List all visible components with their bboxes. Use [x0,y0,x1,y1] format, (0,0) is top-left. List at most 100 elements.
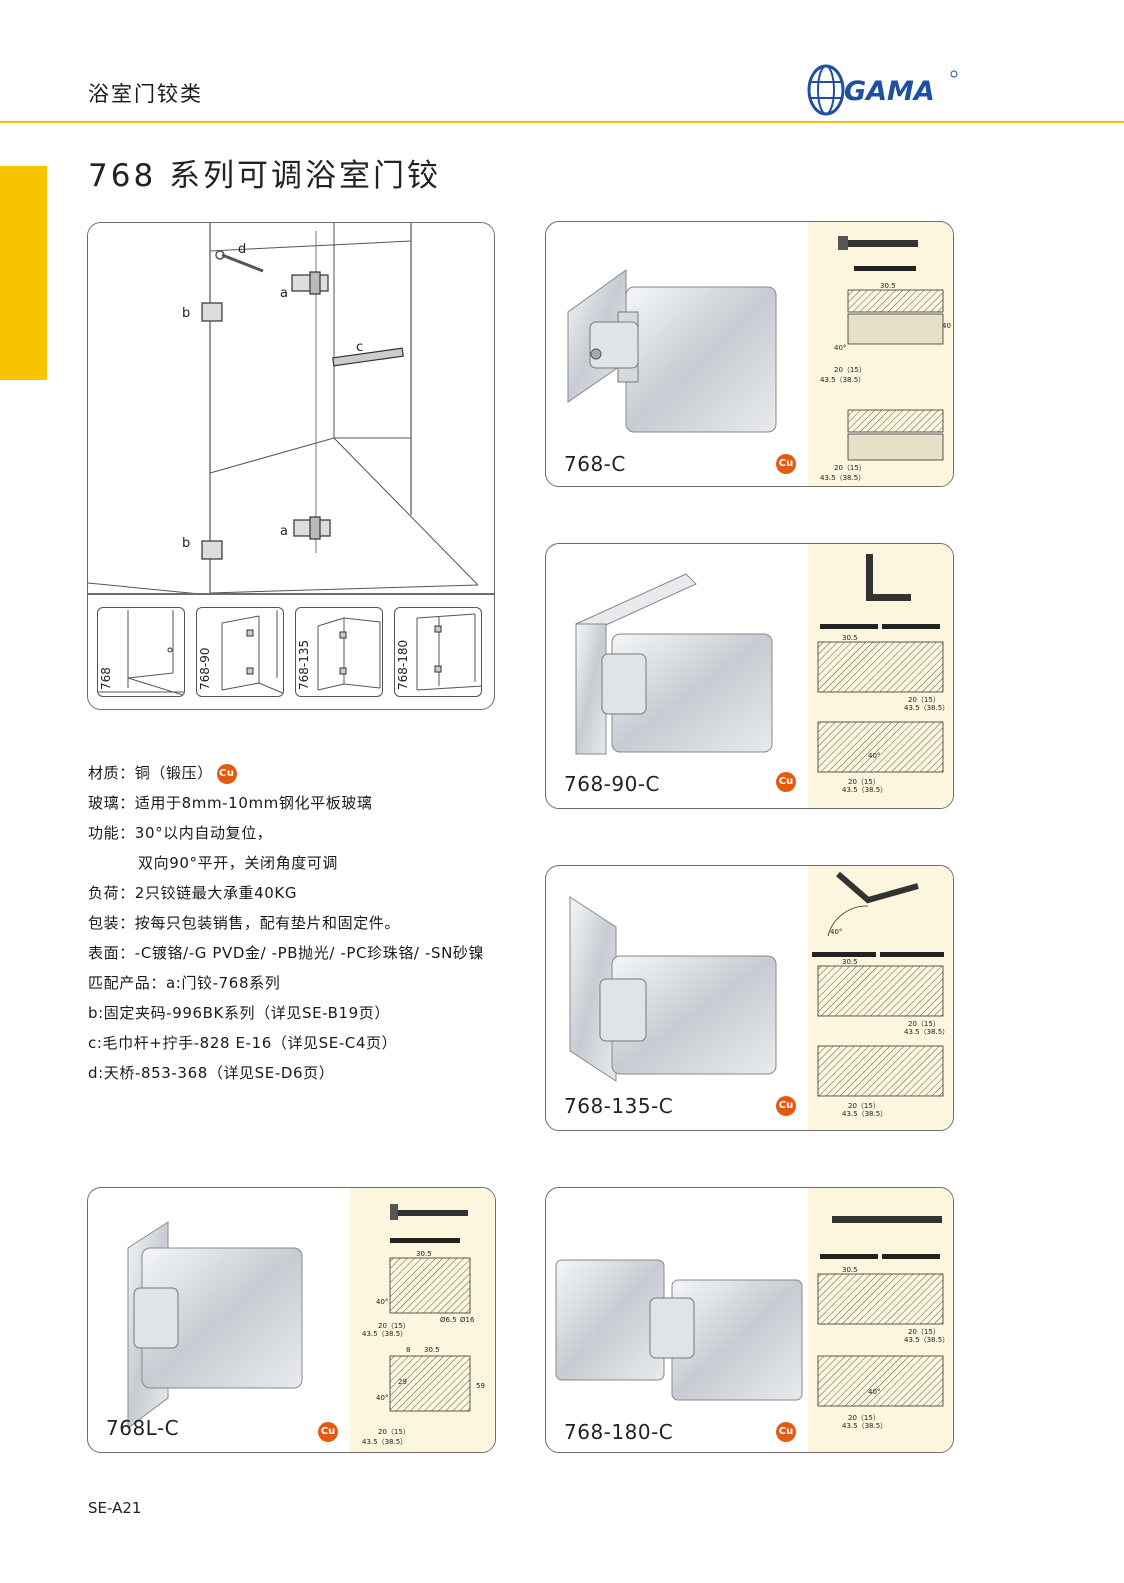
svg-text:30.5: 30.5 [424,1346,440,1354]
svg-text:40°: 40° [376,1394,388,1402]
svg-text:20（15）: 20（15） [848,1102,880,1110]
svg-text:Ø6.5: Ø6.5 [440,1316,457,1324]
svg-text:43.5（38.5）: 43.5（38.5） [842,1110,887,1118]
thumbnail-label: 768-90 [198,647,212,690]
product-model: 768-90-C [564,772,661,796]
svg-text:8: 8 [406,1346,410,1354]
svg-text:59: 59 [476,1382,485,1390]
logo-wordmark: GAMA [844,76,935,107]
thumbnail-768-90: 768-90 [196,607,284,697]
side-tab [0,166,47,380]
hinge-image [567,269,777,433]
svg-text:20（15）: 20（15） [908,1020,940,1028]
thumbnail-768-135: 768-135 [295,607,383,697]
spec-finish: 表面：-C镀铬/-G PVD金/ -PB抛光/ -PC珍珠铬/ -SN砂镍 [88,944,485,962]
spec-matching-d: d:天桥-853-368（详见SE-D6页） [88,1064,335,1082]
svg-text:30.5: 30.5 [842,958,858,966]
svg-text:43.5（38.5）: 43.5（38.5） [842,1422,887,1430]
thumbnail-label: 768-180 [396,639,410,690]
product-model: 768-135-C [564,1094,674,1118]
hinge-image [555,1259,803,1401]
thumbnail-label: 768-135 [297,639,311,690]
header-rule [0,121,1124,123]
hinge-image [569,896,777,1082]
dimension-diagram: 30.5 20（15） 43.5（38.5） 40° 20（15） 43.5（3… [808,1188,953,1452]
specifications: 材质：铜（锻压）Cu 玻璃：适用于8mm-10mm钢化平板玻璃 功能：30°以内… [88,758,518,1088]
spec-glass: 玻璃：适用于8mm-10mm钢化平板玻璃 [88,794,373,812]
dimension-diagram: 40° 30.5 20（15） 43.5（38.5） 20（15） 43.5（3… [808,866,953,1130]
header-category: 浴室门铰类 [88,82,203,106]
callout-d: d [238,242,246,257]
spec-load: 负荷：2只铰链最大承重40KG [88,884,298,902]
svg-text:20（15）: 20（15） [378,1322,410,1330]
svg-text:43.5（38.5）: 43.5（38.5） [904,1028,949,1036]
gama-logo: GAMA [807,64,958,116]
svg-text:40°: 40° [830,928,842,936]
svg-text:20（15）: 20（15） [848,778,880,786]
dimension-diagram: 30.5 20（15） 43.5（38.5） 40° 20（15） 43.5（3… [808,544,953,808]
svg-text:20（15）: 20（15） [378,1428,410,1436]
svg-text:30.5: 30.5 [842,634,858,642]
callout-a-top: a [280,286,288,301]
hinge-image [575,573,773,755]
copper-badge-icon: Cu [776,772,796,792]
product-card-768-90-c: 30.5 20（15） 43.5（38.5） 40° 20（15） 43.5（3… [545,543,954,809]
svg-text:40°: 40° [868,752,880,760]
svg-text:40°: 40° [834,344,846,352]
svg-text:40°: 40° [376,1298,388,1306]
product-model: 768L-C [106,1416,180,1440]
copper-badge-icon: Cu [776,1422,796,1442]
callout-b-bottom: b [182,536,190,551]
overview-divider [88,593,494,595]
svg-text:43.5（38.5）: 43.5（38.5） [820,474,865,482]
product-card-768-180-c: 30.5 20（15） 43.5（38.5） 40° 20（15） 43.5（3… [545,1187,954,1453]
callout-b-top: b [182,306,190,321]
thumbnail-768: 768 [97,607,185,697]
spec-function: 功能：30°以内自动复位， [88,824,273,842]
spec-matching-a: 匹配产品：a:门铰-768系列 [88,974,281,992]
product-card-768l-c: 30.5 40° 20（15） 43.5（38.5） Ø6.5 Ø16 8 30… [87,1187,496,1453]
page-code: SE-A21 [88,1499,142,1517]
spec-function-cont: 双向90°平开，关闭角度可调 [138,854,338,872]
svg-text:43.5（38.5）: 43.5（38.5） [362,1438,407,1446]
svg-text:43.5（38.5）: 43.5（38.5） [904,704,949,712]
hinge-image [127,1221,303,1429]
svg-text:20（15）: 20（15） [908,1328,940,1336]
thumbnail-768-180: 768-180 [394,607,482,697]
callout-c: c [356,340,363,355]
copper-badge-icon: Cu [318,1422,338,1442]
spec-matching-c: c:毛巾杆+拧手-828 E-16（详见SE-C4页） [88,1034,398,1052]
svg-text:20（15）: 20（15） [908,696,940,704]
svg-text:43.5（38.5）: 43.5（38.5） [842,786,887,794]
svg-text:40: 40 [942,322,951,330]
svg-text:40°: 40° [868,1388,880,1396]
svg-text:30.5: 30.5 [416,1250,432,1258]
product-card-768-135-c: 40° 30.5 20（15） 43.5（38.5） 20（15） 43.5（3… [545,865,954,1131]
svg-text:29: 29 [398,1378,407,1386]
copper-badge-icon: Cu [216,763,237,784]
shower-enclosure-illustration: d a b c a b [88,223,494,595]
svg-text:43.5（38.5）: 43.5（38.5） [820,376,865,384]
svg-text:30.5: 30.5 [842,1266,858,1274]
product-model: 768-C [564,452,626,476]
callout-a-bottom: a [280,524,288,539]
svg-text:20（15）: 20（15） [834,366,866,374]
svg-text:43.5（38.5）: 43.5（38.5） [362,1330,407,1338]
copper-badge-icon: Cu [776,454,796,474]
product-model: 768-180-C [564,1420,674,1444]
page-title: 768 系列可调浴室门铰 [88,158,442,194]
spec-matching-b: b:固定夹码-996BK系列（详见SE-B19页） [88,1004,391,1022]
product-card-768-c: 30.5 40 40° 20（15） 43.5（38.5） 20（15） 43.… [545,221,954,487]
svg-text:20（15）: 20（15） [848,1414,880,1422]
svg-text:43.5（38.5）: 43.5（38.5） [904,1336,949,1344]
dimension-diagram: 30.5 40° 20（15） 43.5（38.5） Ø6.5 Ø16 8 30… [350,1188,495,1452]
spec-material: 材质：铜（锻压）Cu [88,758,518,788]
thumbnail-label: 768 [99,667,113,690]
overview-panel: d a b c a b [87,222,495,710]
svg-text:Ø16: Ø16 [460,1316,475,1324]
svg-text:20（15）: 20（15） [834,464,866,472]
svg-text:30.5: 30.5 [880,282,896,290]
dimension-diagram: 30.5 40 40° 20（15） 43.5（38.5） 20（15） 43.… [808,222,953,486]
copper-badge-icon: Cu [776,1096,796,1116]
spec-packing: 包装：按每只包装销售，配有垫片和固定件。 [88,914,401,932]
